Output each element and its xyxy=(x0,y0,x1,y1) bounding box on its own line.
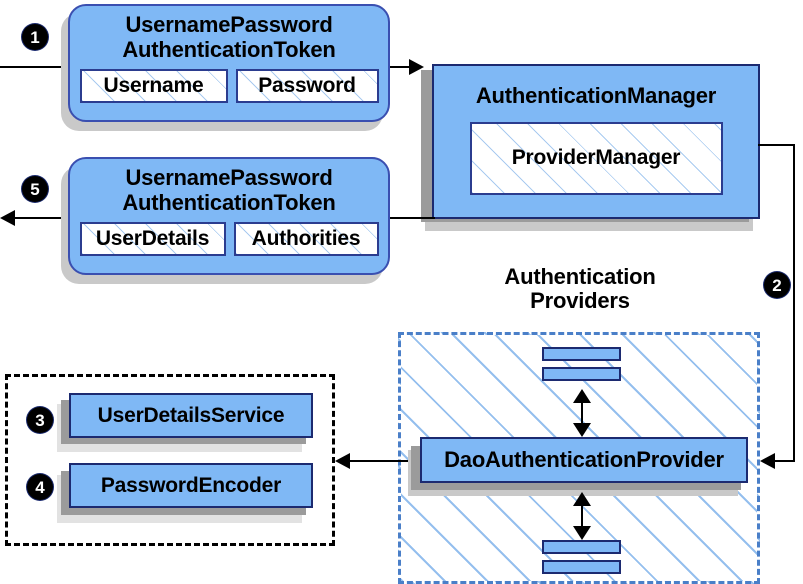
user-details-service-label: UserDetailsService xyxy=(97,403,285,427)
dao-authentication-provider-box[interactable]: DaoAuthenticationProvider xyxy=(420,437,748,483)
request-flow-arrowhead xyxy=(409,59,424,75)
support-services-link-arrowhead xyxy=(335,453,350,469)
provider-link-line-top xyxy=(581,396,583,424)
provider-delegate-line-bottom xyxy=(775,460,795,462)
response-token-field-userdetails-label: UserDetails xyxy=(95,227,210,251)
authentication-providers-heading-line2: Providers xyxy=(530,288,630,313)
dao-authentication-provider-label: DaoAuthenticationProvider xyxy=(444,446,724,472)
request-token-field-username-label: Username xyxy=(103,74,204,98)
request-flow-line-right xyxy=(388,66,412,68)
response-token-box[interactable]: UsernamePassword AuthenticationToken Use… xyxy=(68,157,390,275)
request-token-field-password: Password xyxy=(235,69,379,104)
provider-delegate-arrowhead xyxy=(760,453,775,469)
provider-placeholder-bar-2 xyxy=(542,367,621,381)
provider-delegate-line-top xyxy=(758,144,795,146)
provider-placeholder-bar-4 xyxy=(542,560,621,574)
provider-placeholder-bar-1 xyxy=(542,347,621,361)
response-token-field-userdetails: UserDetails xyxy=(79,222,226,257)
provider-delegate-line-vertical xyxy=(793,144,795,461)
request-token-field-username: Username xyxy=(79,69,228,104)
step-badge-2: 2 xyxy=(764,272,790,298)
request-token-title-line1: UsernamePassword xyxy=(125,12,333,37)
authentication-providers-heading-line1: Authentication xyxy=(504,264,656,289)
step-badge-4: 4 xyxy=(27,474,53,500)
provider-manager-label: ProviderManager xyxy=(511,146,681,170)
user-details-service-box[interactable]: UserDetailsService xyxy=(69,393,313,438)
password-encoder-label: PasswordEncoder xyxy=(100,473,282,497)
provider-link-arrow-down-bottom xyxy=(573,526,591,540)
response-token-field-authorities-label: Authorities xyxy=(251,227,361,251)
provider-manager-box[interactable]: ProviderManager xyxy=(469,121,723,195)
response-token-title-line1: UsernamePassword xyxy=(125,165,333,190)
response-token-field-authorities: Authorities xyxy=(233,222,379,257)
request-token-box[interactable]: UsernamePassword AuthenticationToken Use… xyxy=(68,4,390,122)
authentication-manager-title: AuthenticationManager xyxy=(475,83,717,108)
request-token-title-line2: AuthenticationToken xyxy=(122,36,336,62)
response-flow-arrowhead xyxy=(0,210,15,226)
step-badge-1: 1 xyxy=(22,24,48,50)
provider-link-arrow-down-top xyxy=(573,423,591,437)
response-token-title-line2: AuthenticationToken xyxy=(122,189,336,215)
authentication-manager-box[interactable]: AuthenticationManager ProviderManager xyxy=(432,64,760,219)
password-encoder-box[interactable]: PasswordEncoder xyxy=(69,463,313,508)
support-services-link-line xyxy=(350,460,408,462)
step-badge-3: 3 xyxy=(27,407,53,433)
provider-link-line-bottom xyxy=(581,499,583,527)
request-token-field-password-label: Password xyxy=(258,74,356,98)
provider-placeholder-bar-3 xyxy=(542,540,621,554)
step-badge-5: 5 xyxy=(22,176,48,202)
